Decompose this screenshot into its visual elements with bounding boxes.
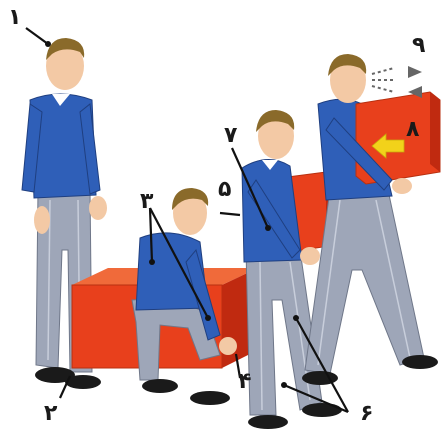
label-3: ۳ xyxy=(140,189,154,214)
label-1: ۱ xyxy=(8,5,21,30)
label-7: ۷ xyxy=(224,123,238,148)
label-8: ۸ xyxy=(406,117,420,142)
figure-squatting xyxy=(72,188,258,405)
breath-icon xyxy=(372,68,396,92)
label-5: ۵ xyxy=(218,177,231,202)
label-2: ۲ xyxy=(44,401,58,426)
label-6: ۶ xyxy=(360,401,373,426)
label-9: ۹ xyxy=(412,33,425,58)
label-4: ۴ xyxy=(238,369,251,394)
